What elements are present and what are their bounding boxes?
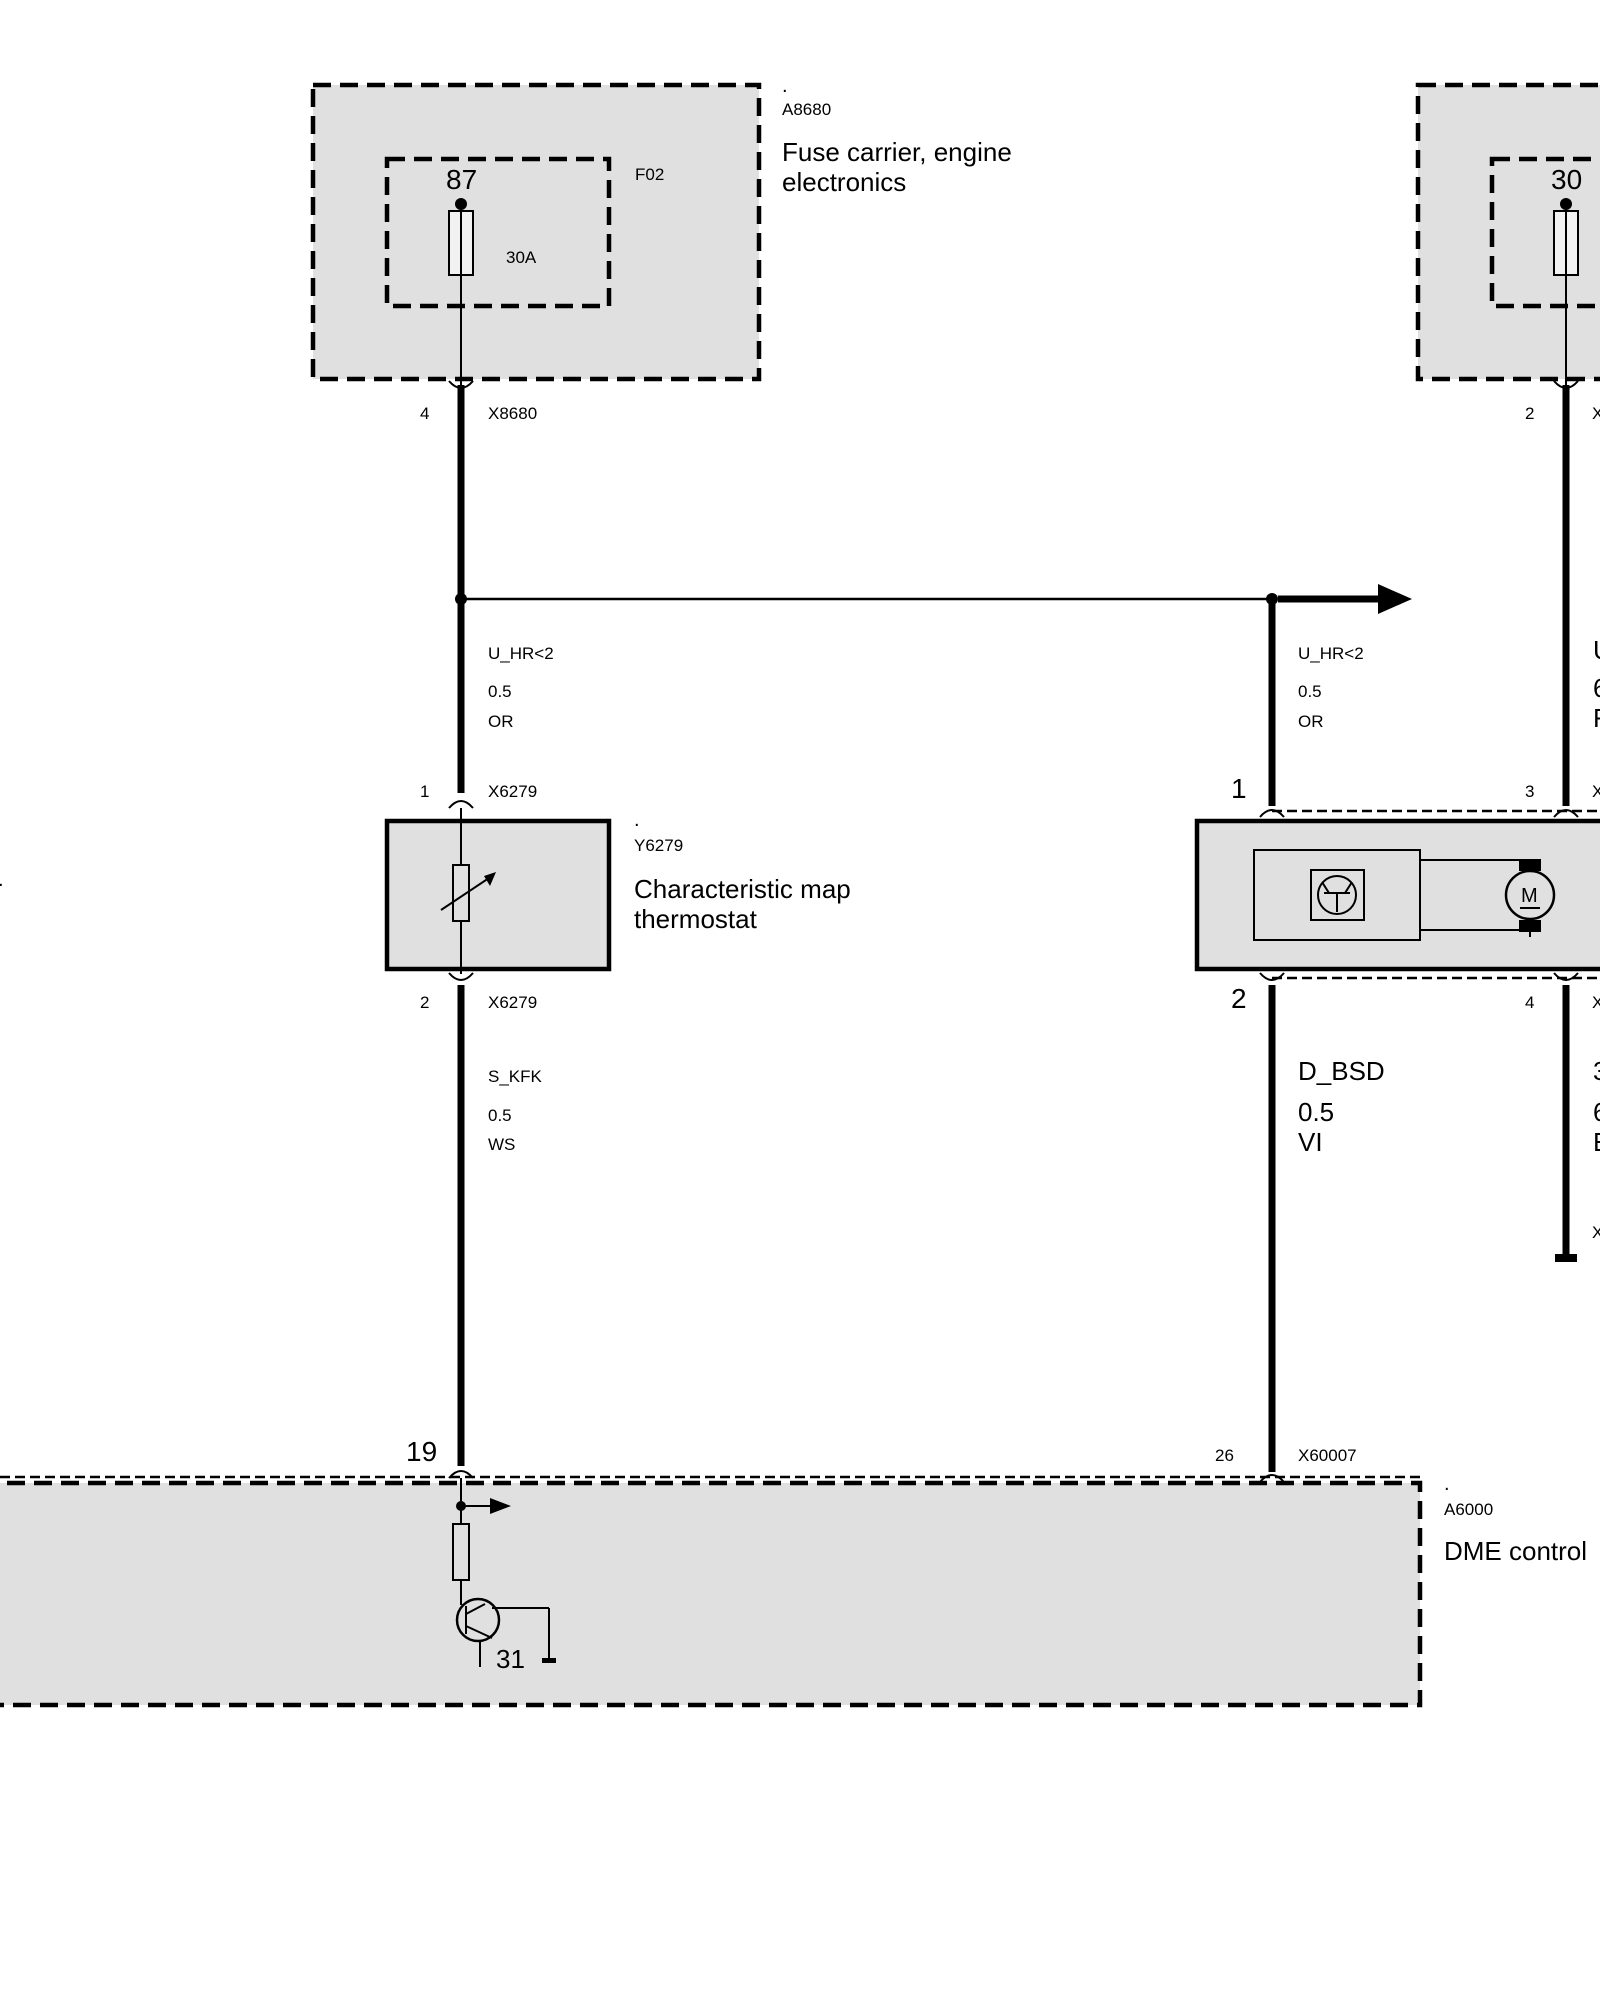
wire3-signal: S_KFK — [488, 1067, 543, 1086]
thermostat-y6279 — [384, 808, 612, 974]
wire6-partial-line2: 6 — [1593, 1097, 1600, 1127]
thermostat-name-line2: thermostat — [634, 904, 758, 934]
wire-left-main — [448, 380, 474, 1479]
wire5-partial-line2: 6 — [1593, 673, 1600, 703]
dme-name: DME control — [1444, 1536, 1587, 1566]
dme-connector-label: X60007 — [1298, 1446, 1357, 1465]
transistor-icon — [1310, 869, 1365, 921]
x8680-label: X8680 — [488, 404, 537, 423]
wire1-color: OR — [488, 712, 514, 731]
svg-text:M: M — [1521, 885, 1538, 907]
fuse-f02-symbol — [448, 198, 474, 385]
pump-pin-2: 2 — [1231, 983, 1247, 1014]
wire2-signal: U_HR<2 — [1298, 644, 1364, 663]
wire3-color: WS — [488, 1135, 515, 1154]
dme-ground-terminal-31: 31 — [496, 1644, 525, 1674]
x8680-right-label: X — [1592, 404, 1600, 423]
dme-input-circuit — [452, 1478, 556, 1667]
pump-pin-3-label: X — [1592, 782, 1600, 801]
fuse-carrier-name-line2: electronics — [782, 167, 906, 197]
thermostat-id: Y6279 — [634, 836, 683, 855]
wire6-partial-line1: 3 — [1593, 1056, 1600, 1086]
wire5-partial-line3: F — [1593, 703, 1600, 733]
x6279-pin-2: 2 — [420, 993, 429, 1012]
pump-pin-4-label: X — [1592, 993, 1600, 1012]
wire4-color: VI — [1298, 1127, 1323, 1157]
wire4-size: 0.5 — [1298, 1097, 1334, 1127]
wire1-signal: U_HR<2 — [488, 644, 554, 663]
fuse-carrier-right-partial — [1415, 82, 1600, 385]
right-fuse-terminal-30: 30 — [1551, 164, 1582, 195]
wire-right — [1553, 380, 1579, 1262]
fuse-carrier-id: A8680 — [782, 100, 831, 119]
fuse-carrier-dot: . — [782, 75, 788, 97]
wire1-size: 0.5 — [488, 682, 512, 701]
thermostat-dot: . — [634, 809, 640, 831]
wire-middle — [1259, 603, 1285, 1483]
x8680-right-pin-2: 2 — [1525, 404, 1534, 423]
motor-icon: M — [1504, 859, 1556, 932]
pump-pin-3: 3 — [1525, 782, 1534, 801]
ground-connector-label: X — [1592, 1223, 1600, 1242]
fuse-rating: 30A — [506, 248, 537, 267]
wire-splice-to-pump — [455, 584, 1412, 614]
wire6-partial-line3: E — [1593, 1127, 1600, 1157]
dme-id: A6000 — [1444, 1500, 1493, 1519]
pump-pin-4: 4 — [1525, 993, 1534, 1012]
x6279-pin-1: 1 — [420, 782, 429, 801]
left-edge-dot: . — [0, 869, 4, 891]
wire2-color: OR — [1298, 712, 1324, 731]
fuse-terminal-87: 87 — [446, 164, 477, 195]
pump-pin-1: 1 — [1231, 773, 1247, 804]
electric-coolant-pump: M — [1194, 809, 1600, 980]
fuse-carrier-a8680: 87 30A F02 — [310, 82, 762, 385]
wire2-size: 0.5 — [1298, 682, 1322, 701]
dme-pin-19: 19 — [406, 1436, 437, 1467]
dme-control-unit — [0, 1475, 1423, 1708]
wire5-partial-line1: U — [1593, 635, 1600, 665]
thermostat-name-line1: Characteristic map — [634, 874, 851, 904]
x6279-bottom-label: X6279 — [488, 993, 537, 1012]
dme-dot: . — [1444, 1473, 1450, 1495]
fuse-id-f02: F02 — [635, 165, 664, 184]
dme-pin-26: 26 — [1215, 1446, 1234, 1465]
wire3-size: 0.5 — [488, 1106, 512, 1125]
fuse-carrier-name-line1: Fuse carrier, engine — [782, 137, 1012, 167]
x8680-pin-4: 4 — [420, 404, 429, 423]
x6279-top-label: X6279 — [488, 782, 537, 801]
wire4-signal: D_BSD — [1298, 1056, 1385, 1086]
